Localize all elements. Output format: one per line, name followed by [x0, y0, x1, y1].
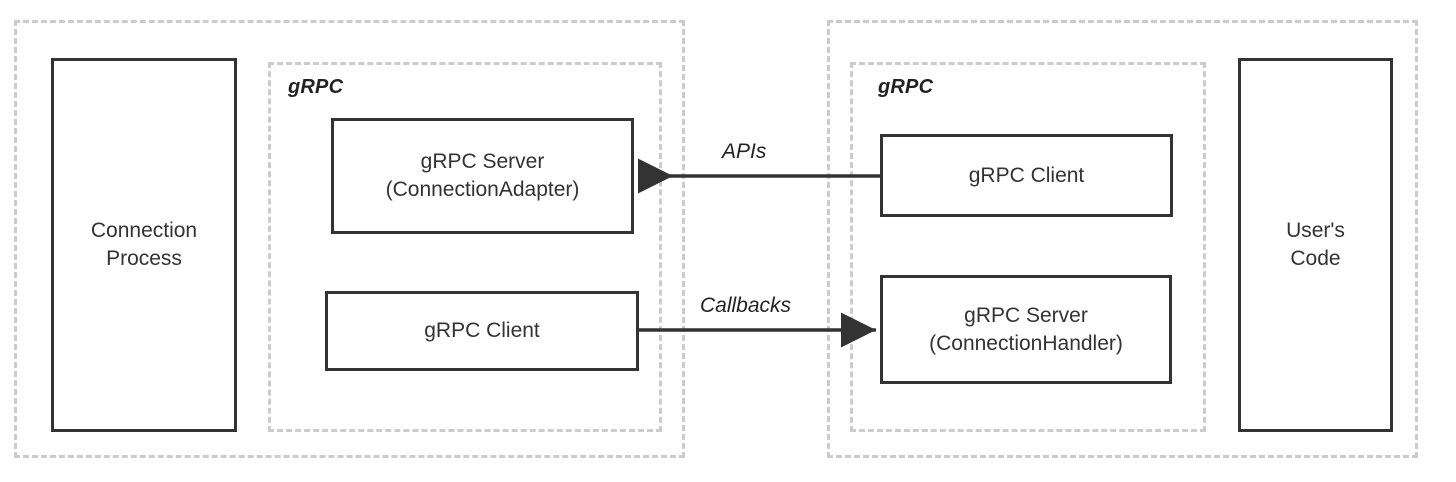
node-grpc-server-connection-handler[interactable]: gRPC Server (ConnectionHandler): [880, 275, 1172, 384]
node-grpc-client-left[interactable]: gRPC Client: [325, 291, 639, 371]
node-grpc-server-connection-handler-label: gRPC Server (ConnectionHandler): [929, 303, 1123, 355]
right-grpc-group: [850, 62, 1206, 432]
node-grpc-server-connection-adapter-label: gRPC Server (ConnectionAdapter): [385, 150, 580, 201]
connection-process-group: [14, 20, 685, 458]
node-users-code[interactable]: User's Code: [1238, 58, 1393, 432]
left-grpc-group-caption: gRPC: [288, 76, 344, 98]
left-grpc-group: [268, 62, 662, 432]
right-grpc-group-caption: gRPC: [878, 76, 934, 98]
node-connection-process[interactable]: Connection Process: [51, 58, 237, 432]
user-code-group: [827, 20, 1418, 458]
node-grpc-server-connection-adapter[interactable]: gRPC Server (ConnectionAdapter): [331, 118, 634, 234]
apis-edge-label: APIs: [722, 140, 767, 163]
node-grpc-client-left-label: gRPC Client: [424, 319, 540, 343]
node-connection-process-label: Connection Process: [90, 219, 198, 270]
node-grpc-client-right[interactable]: gRPC Client: [880, 134, 1173, 217]
node-grpc-client-right-label: gRPC Client: [968, 163, 1085, 187]
node-users-code-label: User's Code: [1286, 219, 1345, 270]
callbacks-edge-label: Callbacks: [700, 294, 792, 317]
